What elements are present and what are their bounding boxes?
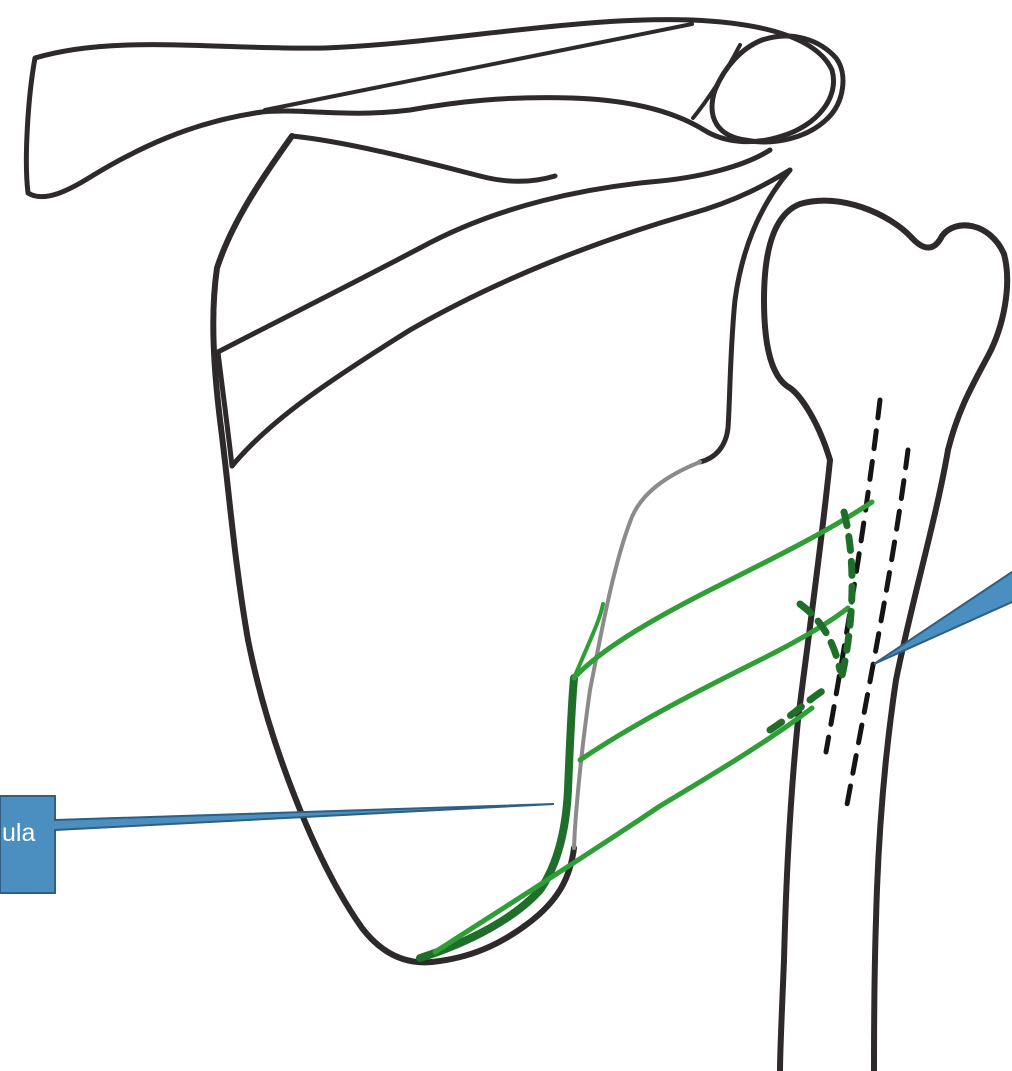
humerus-head-outline	[764, 201, 1007, 460]
acromion-outline	[712, 36, 843, 142]
scapula-top-border	[292, 136, 555, 181]
callout-left-box	[0, 796, 554, 893]
insertion-dashed-line-right	[846, 450, 908, 810]
callout-right	[874, 380, 1012, 664]
callout-left-text: ula	[2, 819, 35, 847]
humerus-shaft-right	[874, 450, 948, 1071]
scapular-spine-lower	[232, 170, 790, 466]
lateral-border-light	[574, 462, 700, 848]
clavicle-inner-line	[265, 24, 692, 110]
glenoid-neck	[700, 170, 790, 462]
muscle-band-lower	[435, 708, 812, 952]
muscle-band-upper	[574, 502, 872, 678]
muscle-band-dark	[420, 678, 574, 958]
callout-left: ula	[0, 796, 554, 893]
callout-right-box	[874, 380, 1012, 664]
